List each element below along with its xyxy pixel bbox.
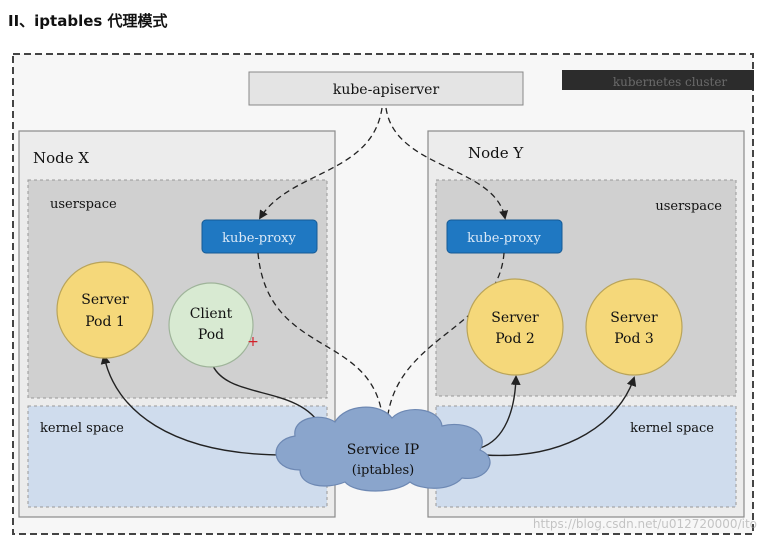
apiserver-label: kube-apiserver — [333, 82, 440, 98]
cluster-label-bar — [562, 70, 754, 90]
service-to-pod1-arrow — [100, 354, 286, 456]
server-pod-3-line2: Pod 3 — [614, 331, 654, 347]
server-pod-2 — [466, 278, 564, 376]
node-y-kernel-label: kernel space — [630, 421, 714, 436]
node-y-proxy-box — [446, 219, 563, 254]
cursor-plus-icon: + — [247, 334, 259, 350]
node-x-title: Node X — [33, 149, 89, 167]
node-y-userspace-label: userspace — [655, 199, 722, 214]
service-ip-cloud — [275, 406, 491, 492]
node-y-proxy-label: kube-proxy — [467, 231, 541, 246]
server-pod-2-line1: Server — [491, 310, 539, 326]
server-pod-1 — [56, 261, 154, 359]
service-to-pod3-arrow — [484, 376, 637, 457]
cluster-label: kubernetes cluster — [613, 75, 728, 89]
server-pod-1-line2: Pod 1 — [85, 314, 125, 330]
server-pod-3-line1: Server — [610, 310, 658, 326]
client-pod — [168, 282, 254, 368]
page-title: II、iptables 代理模式 — [8, 12, 168, 30]
service-to-pod2-arrow — [479, 375, 521, 449]
proxy-y-to-service-arrow — [386, 252, 505, 423]
proxy-x-to-service-arrow — [257, 252, 387, 424]
client-pod-line2: Pod — [198, 327, 224, 343]
api-to-proxy-x-arrow — [259, 107, 383, 220]
service-ip-label: Service IP — [347, 442, 419, 458]
client-pod-line1: Client — [190, 306, 233, 322]
server-pod-2-line2: Pod 2 — [495, 331, 535, 347]
client-to-service-arrow — [212, 365, 323, 430]
service-ip-sublabel: (iptables) — [352, 463, 414, 478]
server-pod-3 — [585, 278, 683, 376]
watermark: https://blog.csdn.net/u012720000/ito — [533, 517, 757, 531]
node-x-userspace-label: userspace — [50, 197, 117, 212]
server-pod-1-line1: Server — [81, 292, 129, 308]
node-x-proxy-box — [201, 219, 318, 254]
apiserver-box — [248, 71, 524, 106]
node-x-proxy-label: kube-proxy — [222, 231, 296, 246]
api-to-proxy-y-arrow — [385, 107, 509, 220]
node-x-kernel-label: kernel space — [40, 421, 124, 436]
node-y-title: Node Y — [468, 144, 524, 162]
